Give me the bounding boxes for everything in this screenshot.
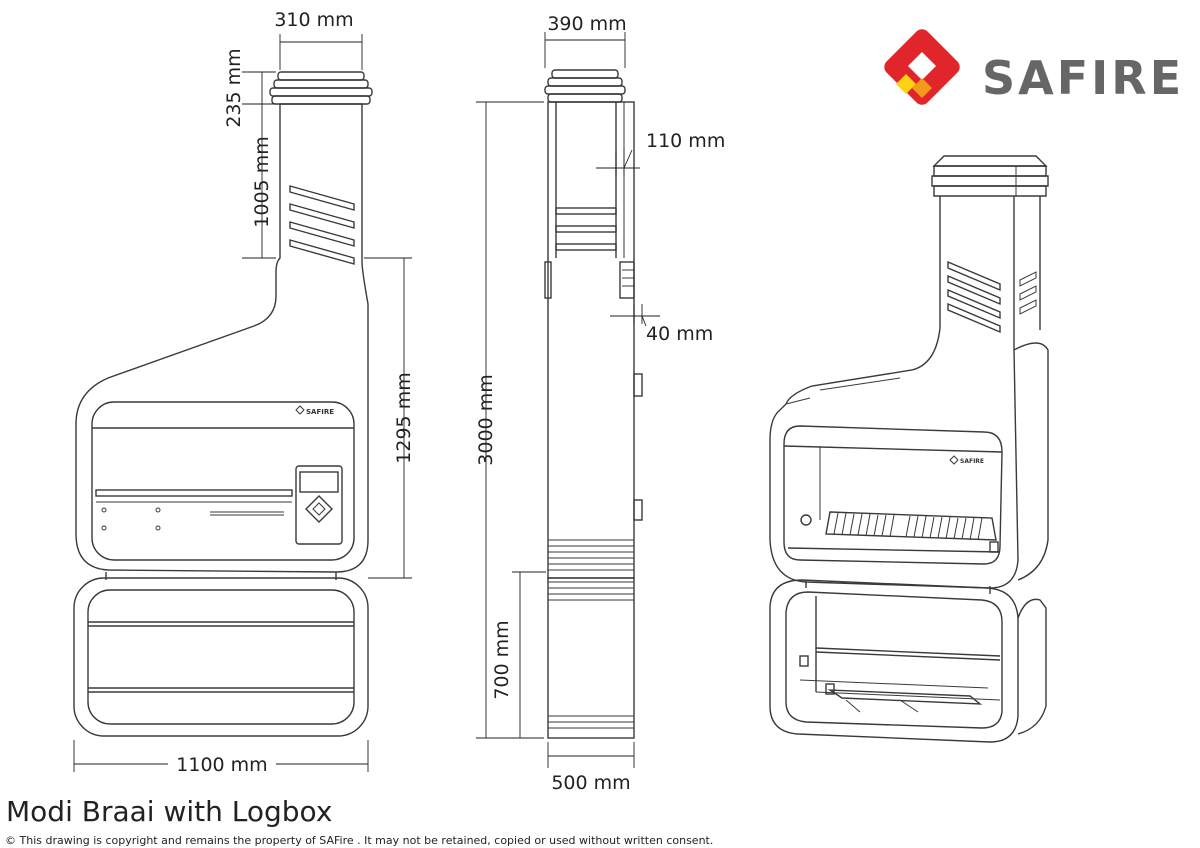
iso-cowl: [931, 155, 1049, 197]
safire-logo: SAFIRE: [884, 29, 1184, 105]
dim-flue-height: 1005 mm: [251, 136, 273, 227]
side-dimensions: 390 mm 3000 mm 700 mm 500 mm 110 mm 40 m…: [475, 13, 725, 794]
dim-logbox-height: 700 mm: [491, 620, 513, 699]
dim-flue-width: 310 mm: [274, 9, 353, 31]
dim-flue-depth: 390 mm: [547, 13, 626, 35]
side-body: [547, 101, 635, 579]
front-vents: [289, 185, 355, 265]
front-badge-text: SAFIRE: [306, 408, 334, 416]
front-body-outline: [75, 103, 369, 573]
iso-vents: [947, 260, 1037, 334]
front-dimensions: 310 mm 235 mm 1005 mm 1295 mm 1100 mm: [73, 9, 415, 776]
iso-body-outline: [769, 327, 1019, 589]
dim-total-width: 1100 mm: [176, 754, 267, 776]
front-basket: [295, 465, 343, 545]
dim-offset-110: 110 mm: [646, 130, 725, 152]
drawing-title: Modi Braai with Logbox: [6, 795, 333, 828]
side-base-hatch: [548, 539, 634, 571]
dim-total-depth: 500 mm: [551, 772, 630, 794]
front-view: SAFIRE: [73, 71, 373, 737]
dim-cowl-height: 235 mm: [223, 48, 245, 127]
front-badge: SAFIRE: [295, 405, 334, 416]
iso-logbox: [769, 579, 1047, 743]
copyright-notice: © This drawing is copyright and remains …: [5, 834, 714, 847]
dim-offset-40: 40 mm: [646, 323, 713, 345]
safire-logo-wordmark: SAFIRE: [982, 51, 1184, 105]
side-view: [544, 69, 643, 739]
front-logbox: [73, 577, 369, 737]
dim-total-height: 3000 mm: [475, 374, 497, 465]
iso-badge-text: SAFIRE: [960, 458, 984, 465]
front-cowl: [269, 71, 373, 105]
safire-logo-icon: [884, 29, 960, 105]
iso-firebox: SAFIRE: [783, 425, 1003, 565]
dim-braai-height: 1295 mm: [393, 372, 415, 463]
front-firebox: [91, 401, 355, 561]
side-logbox: [547, 577, 635, 739]
isometric-view: SAFIRE: [769, 155, 1049, 743]
side-cowl: [544, 69, 626, 103]
